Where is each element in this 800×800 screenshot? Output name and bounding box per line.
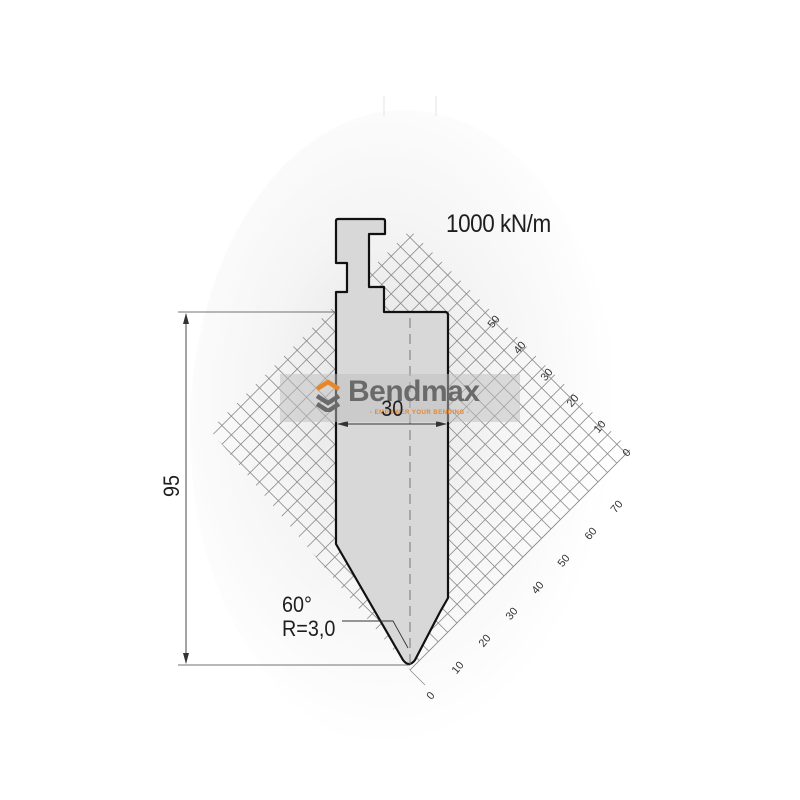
- arrow-down-icon: [183, 653, 189, 664]
- watermark-brand: Bendmax: [348, 375, 480, 408]
- tip-radius-label: R=3,0: [282, 616, 336, 641]
- width-dimension-label: 30: [381, 396, 404, 421]
- arrow-up-icon: [183, 313, 189, 324]
- force-rating-label: 1000 kN/m: [446, 210, 551, 238]
- grid-origin-tick: [409, 669, 426, 686]
- punch-profile: [334, 217, 450, 666]
- arrow-left-icon: [337, 421, 348, 427]
- watermark-tagline: - EMPOWER YOUR BENDING -: [370, 410, 470, 416]
- bendmax-chevron-logo-icon: [315, 379, 341, 412]
- radius-leader-line: [342, 620, 409, 649]
- height-dimension-label: 95: [159, 474, 185, 498]
- lower-grid-axis: [409, 449, 631, 671]
- arrow-right-icon: [436, 421, 447, 427]
- tip-angle-label: 60°: [282, 592, 312, 617]
